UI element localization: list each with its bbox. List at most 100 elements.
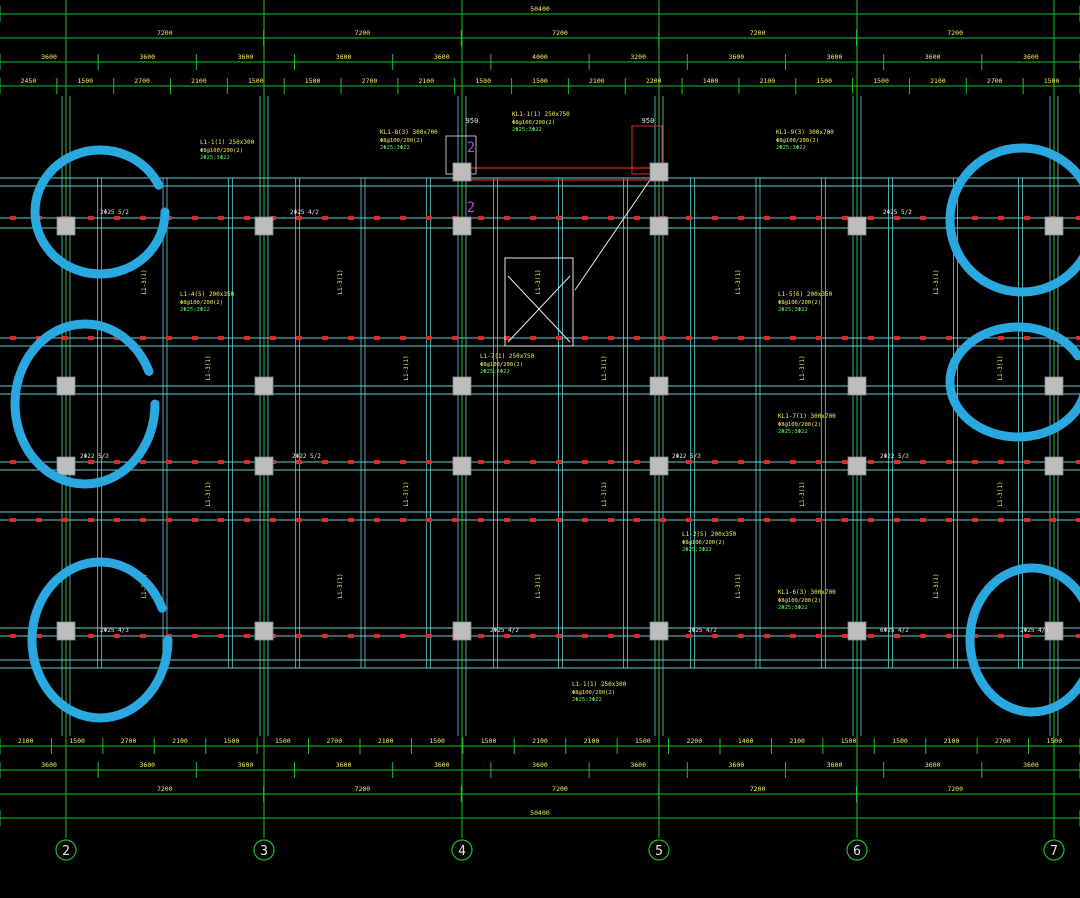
dim-label: 7200	[157, 785, 173, 793]
column	[56, 216, 76, 236]
dim-label: 3600	[729, 53, 745, 61]
rebar-mark	[686, 518, 692, 522]
rebar-mark	[192, 336, 198, 340]
dim-label: 3600	[336, 761, 352, 769]
rebar-mark	[764, 518, 770, 522]
rebar-mark	[270, 336, 276, 340]
rebar-mark	[62, 518, 68, 522]
column	[1044, 456, 1064, 476]
rebar-mark	[894, 634, 900, 638]
rebar-mark	[946, 336, 952, 340]
rebar-mark	[192, 634, 198, 638]
dim-label: 2200	[686, 737, 702, 745]
rebar-mark	[218, 518, 224, 522]
beam-annotation: KL1-1(1) 250x750	[512, 111, 570, 118]
rebar-mark	[218, 460, 224, 464]
dim-label: 7200	[552, 785, 568, 793]
dim-label: 1500	[532, 77, 548, 85]
column	[1044, 621, 1064, 641]
rebar-mark	[452, 518, 458, 522]
rebar-mark	[62, 336, 68, 340]
markup-circle-mid-right	[945, 322, 1080, 442]
dim-label: 50400	[530, 809, 550, 817]
dim-label: 3600	[532, 761, 548, 769]
rebar-mark	[504, 216, 510, 220]
beam-label-vertical: L1-3(1)	[933, 573, 940, 598]
rebar-mark	[660, 336, 666, 340]
dim-label: 1400	[738, 737, 754, 745]
beam-label-vertical: L1-3(1)	[799, 355, 806, 380]
markup-circle-mid-left	[10, 319, 160, 489]
rebar-mark	[1076, 336, 1080, 340]
beam-annotation-rebar: 2Φ25;3Φ22	[778, 429, 808, 435]
dim-label: 7200	[750, 785, 766, 793]
rebar-mark	[868, 216, 874, 220]
rebar-mark	[426, 216, 432, 220]
rebar-mark	[322, 216, 328, 220]
dim-label: 2100	[378, 737, 394, 745]
column	[847, 621, 867, 641]
dim-label: 2100	[418, 77, 434, 85]
rebar-mark	[972, 216, 978, 220]
rebar-mark	[634, 216, 640, 220]
dim-label: 2100	[589, 77, 605, 85]
beam-annotation: KL1-9(3) 300x700	[776, 129, 834, 136]
dim-label: 50400	[530, 5, 550, 13]
dim-label: 2700	[134, 77, 150, 85]
dim-label: 2100	[584, 737, 600, 745]
rebar-mark	[530, 460, 536, 464]
markup-circle-bottom-right	[965, 563, 1080, 717]
rebar-mark	[192, 216, 198, 220]
rebar-mark	[556, 634, 562, 638]
dim-label: 3600	[827, 53, 843, 61]
column-tag: 2Φ22 5/2	[292, 453, 321, 460]
rebar-mark	[296, 518, 302, 522]
beam-annotation-rebar: 2Φ25;3Φ22	[778, 605, 808, 611]
rebar-mark	[322, 336, 328, 340]
beam-annotation: L1-1(1) 250x300	[200, 139, 255, 146]
beam-annotation-rebar: 2Φ25;3Φ22	[380, 145, 410, 151]
beam-annotation-stirrup: Φ8@100/200(2)	[180, 300, 223, 306]
rebar-mark	[790, 634, 796, 638]
beam-annotation-rebar: 2Φ25;3Φ22	[200, 155, 230, 161]
rebar-mark	[712, 460, 718, 464]
rebar-mark	[426, 634, 432, 638]
rebar-mark	[816, 518, 822, 522]
column	[1044, 376, 1064, 396]
beam-annotation-rebar: 2Φ25;3Φ22	[682, 547, 712, 553]
dim-label: 3600	[925, 761, 941, 769]
rebar-mark	[88, 634, 94, 638]
column	[1044, 216, 1064, 236]
dim-label: 7200	[750, 29, 766, 37]
rebar-mark	[166, 336, 172, 340]
rebar-mark	[114, 460, 120, 464]
beam-label-vertical: L1-3(1)	[933, 269, 940, 294]
dim-label: 2100	[930, 77, 946, 85]
axis-bubble-4	[451, 839, 473, 861]
rebar-mark	[348, 518, 354, 522]
rebar-mark	[686, 634, 692, 638]
rebar-mark	[244, 336, 250, 340]
beam-label-vertical: L1-3(1)	[735, 573, 742, 598]
column-tag: 2Φ25 4/2	[290, 209, 319, 216]
rebar-mark	[608, 460, 614, 464]
column	[56, 376, 76, 396]
rebar-mark	[972, 634, 978, 638]
column-tag: 2Φ25 4/2	[490, 627, 519, 634]
rebar-mark	[1024, 518, 1030, 522]
rebar-mark	[1024, 634, 1030, 638]
dim-label: 2700	[362, 77, 378, 85]
beam-annotation-stirrup: Φ8@100/200(2)	[572, 690, 615, 696]
rebar-mark	[946, 460, 952, 464]
rebar-mark	[686, 460, 692, 464]
rebar-mark	[790, 336, 796, 340]
dim-label: 2700	[987, 77, 1003, 85]
axis-label-4: 4	[458, 844, 466, 859]
rebar-mark	[920, 336, 926, 340]
markup-circles	[10, 143, 1080, 723]
axis-label-6: 6	[853, 844, 861, 859]
beam-annotation-stirrup: Φ8@100/200(2)	[200, 148, 243, 154]
